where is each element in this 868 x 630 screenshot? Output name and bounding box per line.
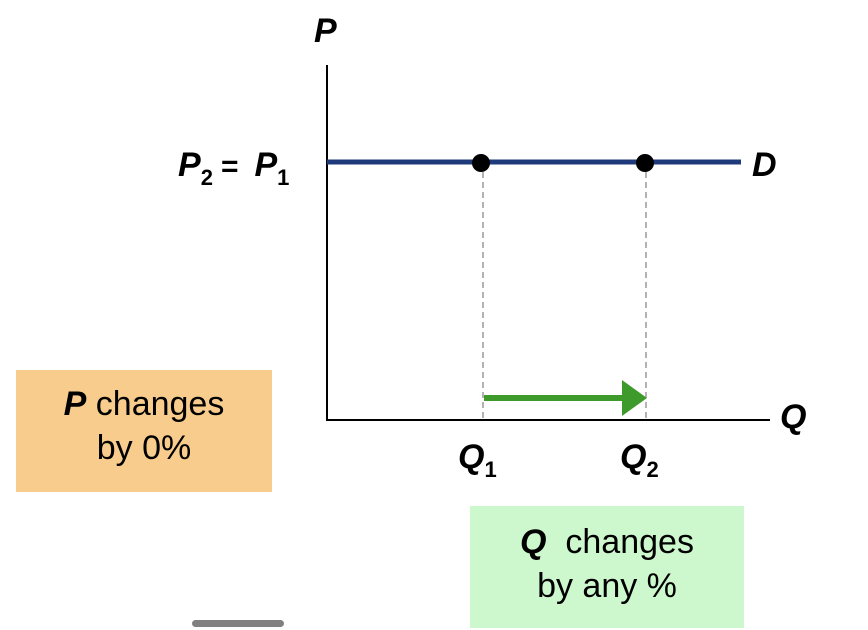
quantity-change-line-2: by any % [537, 567, 677, 605]
price-change-box: P changes by 0% [16, 370, 272, 492]
price-change-line-1-rest: changes [86, 385, 225, 423]
price-change-line-1: P changes [16, 382, 272, 426]
q2-symbol: Q [620, 438, 646, 476]
quantity-change-arrow-head [622, 380, 647, 416]
point-q1 [472, 154, 490, 172]
price-label-left-symbol: P [178, 146, 201, 184]
price-label-right-symbol: P [254, 146, 277, 184]
point-q2 [636, 154, 654, 172]
demand-curve-label: D [752, 146, 777, 184]
price-label: P2=P1 [178, 146, 289, 190]
quantity-change-box: Q changes by any % [470, 506, 744, 628]
x-axis-label: Q [780, 398, 806, 436]
q1-symbol: Q [458, 438, 484, 476]
home-indicator-bar [192, 620, 284, 627]
quantity-change-line-1: Q changes [470, 520, 744, 564]
y-axis-label: P [314, 12, 337, 50]
q2-subscript: 2 [646, 457, 658, 482]
q1-subscript: 1 [484, 457, 496, 482]
quantity-change-line-1-rest: changes [546, 523, 694, 561]
price-change-emphasis: P [63, 385, 87, 423]
quantity-label-q1: Q1 [458, 438, 497, 482]
quantity-change-emphasis: Q [520, 523, 547, 561]
quantity-label-q2: Q2 [620, 438, 659, 482]
price-label-left-subscript: 2 [201, 165, 213, 190]
price-label-right-subscript: 1 [277, 165, 289, 190]
price-change-line-2: by 0% [96, 429, 192, 467]
price-label-equals: = [221, 150, 239, 183]
